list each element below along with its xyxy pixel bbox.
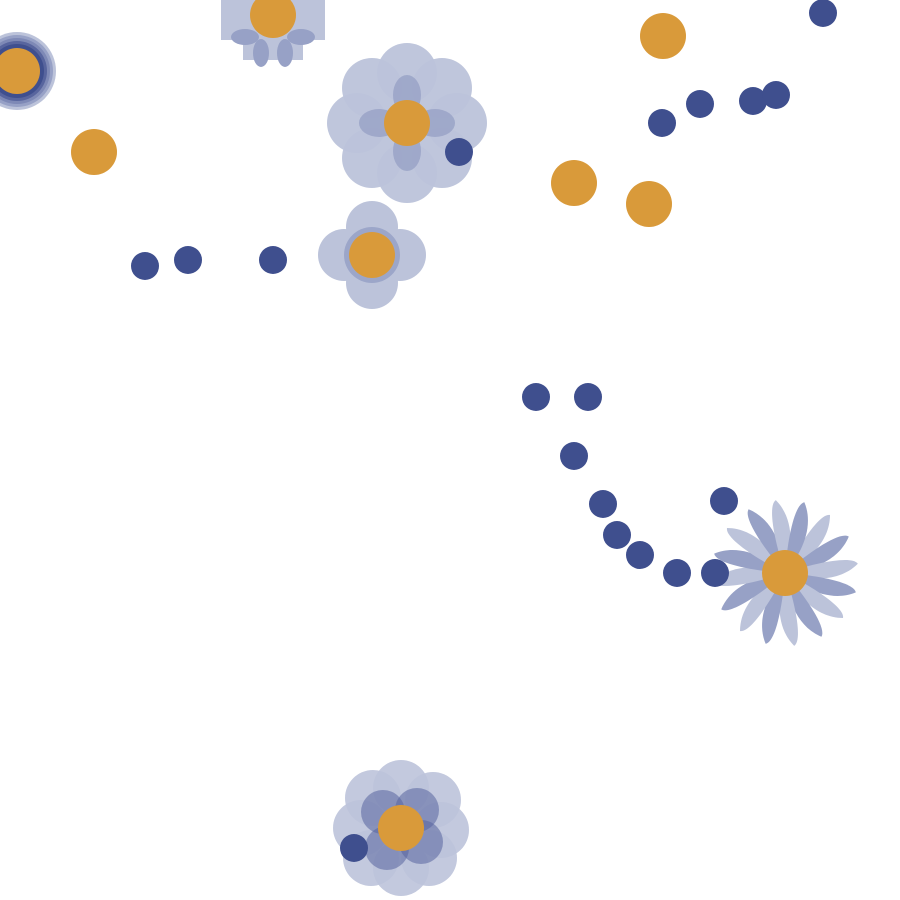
blue-node: [626, 541, 654, 569]
orange-node: [250, 0, 296, 38]
blue-node: [174, 246, 202, 274]
blue-nodes: [131, 0, 837, 862]
blue-node: [739, 87, 767, 115]
blue-node: [445, 138, 473, 166]
petal-shadow: [277, 39, 293, 67]
blue-node: [522, 383, 550, 411]
petal-shadow: [253, 39, 269, 67]
blue-node: [589, 490, 617, 518]
stem: [372, 255, 900, 503]
orange-node: [71, 129, 117, 175]
orange-node: [0, 48, 40, 94]
petal: [342, 58, 402, 118]
blue-node: [131, 252, 159, 280]
blue-node: [340, 834, 368, 862]
orange-node: [626, 181, 672, 227]
blue-node: [663, 559, 691, 587]
orange-node: [762, 550, 808, 596]
orange-node: [640, 13, 686, 59]
blue-node: [648, 109, 676, 137]
blue-node: [603, 521, 631, 549]
orange-nodes: [0, 0, 808, 851]
blue-node: [686, 90, 714, 118]
orange-node: [551, 160, 597, 206]
flower-dark-petals: [333, 760, 469, 896]
blue-node: [560, 442, 588, 470]
blue-node: [809, 0, 837, 27]
blue-node: [701, 559, 729, 587]
orange-node: [378, 805, 424, 851]
petal-shadow: [231, 29, 259, 45]
blue-node: [710, 487, 738, 515]
blue-node: [762, 81, 790, 109]
blue-node: [259, 246, 287, 274]
blue-node: [574, 383, 602, 411]
orange-node: [349, 232, 395, 278]
orange-node: [384, 100, 430, 146]
petal-shadow: [287, 29, 315, 45]
